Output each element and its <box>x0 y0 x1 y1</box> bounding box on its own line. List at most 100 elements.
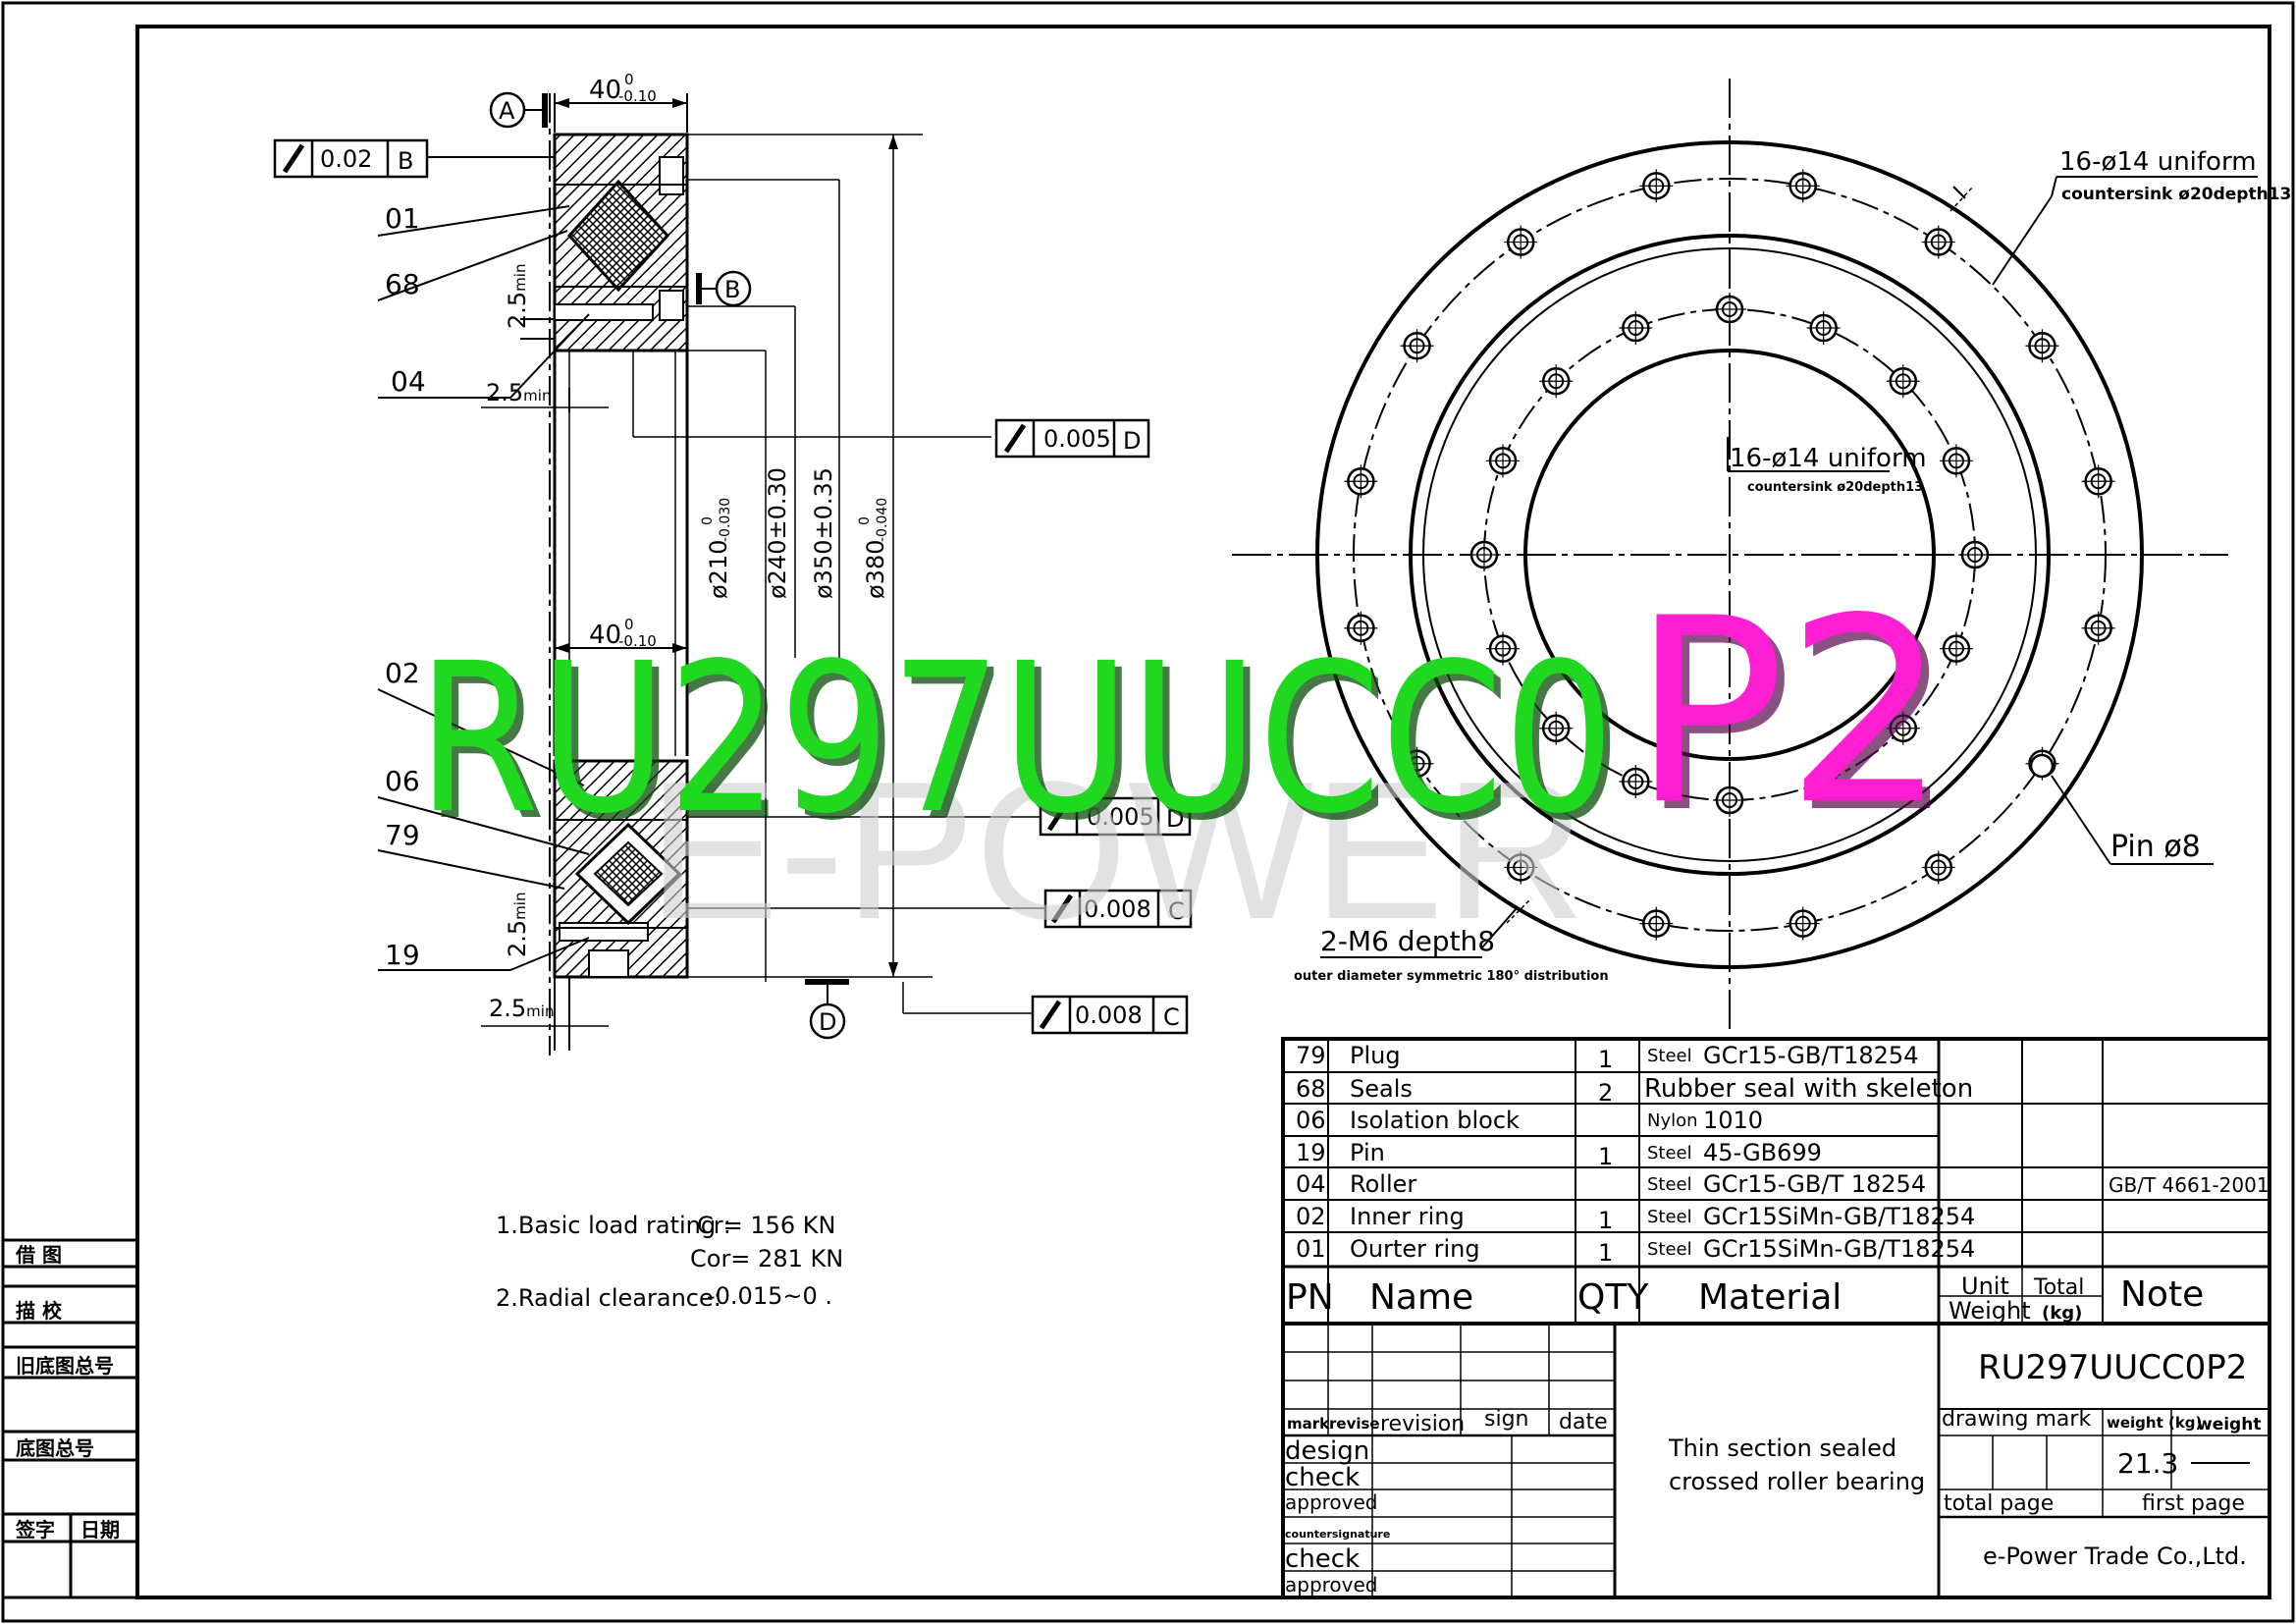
callout-06: 06 <box>385 765 420 797</box>
bom-row-material-spec: GCr15-GB/T18254 <box>1703 1042 1918 1069</box>
bom-row-name: Inner ring <box>1350 1203 1465 1230</box>
datum-a-label: A <box>499 97 515 125</box>
margin-label-sign: 签字 <box>15 1518 55 1542</box>
inner-holes-label: 16-ø14 uniform <box>1730 444 1927 473</box>
bom-row-name: Pin <box>1350 1139 1385 1166</box>
bom-row-pn: 79 <box>1296 1042 1326 1069</box>
outer-hole-9-crosshair <box>1400 329 1434 363</box>
svg-text:B: B <box>398 147 413 175</box>
section-view: 40 0 -0.10 A B 0.02 B 01 68 04 2. <box>273 71 1193 1056</box>
pin-label: Pin ø8 <box>2110 830 2201 864</box>
outer-hole-14-crosshair <box>2025 329 2059 363</box>
left-margin-table <box>1 1238 139 1599</box>
bom-header-note: Note <box>2120 1274 2204 1315</box>
tb-sign: sign <box>1484 1407 1528 1432</box>
tb-part-number: RU297UUCC0P2 <box>1978 1348 2247 1387</box>
outer-hole-6-crosshair <box>1400 746 1434 781</box>
bom-header-name: Name <box>1369 1277 1473 1318</box>
dim-350: ø350±0.35 <box>810 467 837 599</box>
tolerance-frame-4: 0.008 C <box>1031 995 1189 1035</box>
m6-sub-label: outer diameter symmetric 180° distributi… <box>1294 969 1609 984</box>
bom-row-pn: 19 <box>1296 1139 1326 1166</box>
inner-hole-7-crosshair <box>1486 631 1521 666</box>
bom-row-material-type: Steel <box>1647 1143 1692 1164</box>
inner-hole-10-crosshair <box>1539 364 1574 399</box>
outer-hole-3-crosshair <box>1786 906 1820 941</box>
outer-holes-label: 16-ø14 uniform <box>2059 147 2257 177</box>
inner-hole-4-crosshair <box>1713 784 1746 817</box>
tb-check2: check <box>1285 1544 1360 1574</box>
bom-row-material-spec: Rubber seal with skeleton <box>1644 1074 1973 1104</box>
bom-header-weight: Weight <box>1949 1297 2031 1325</box>
inner-hole-15-crosshair <box>1939 444 1973 478</box>
svg-text:D: D <box>1123 427 1141 455</box>
tb-weight-kg: weight (kg) <box>2107 1414 2202 1432</box>
bom-row-pn: 68 <box>1296 1075 1326 1103</box>
inner-holes-sub: countersink ø20depth13 <box>1747 480 1923 495</box>
bom-header-qty: QTY <box>1577 1277 1649 1318</box>
outer-hole-10-crosshair <box>1504 225 1538 259</box>
width-mid-tol-upper: 0 <box>624 616 634 633</box>
bom-header-material: Material <box>1698 1277 1842 1318</box>
callout-19: 19 <box>385 939 420 971</box>
tb-description-1: Thin section sealed <box>1668 1435 1896 1462</box>
margin-label-base: 底图总号 <box>16 1436 94 1460</box>
bom-row-name: Isolation block <box>1350 1107 1520 1134</box>
dim-210-tol-lower: -0.030 <box>718 498 733 542</box>
outer-hole-4-crosshair <box>1639 906 1674 941</box>
dim-240: ø240±0.30 <box>764 467 791 599</box>
part-suffix-shadow: P2 <box>1639 572 1955 869</box>
bom-row-qty: 2 <box>1598 1079 1613 1107</box>
tb-first-page: first page <box>2142 1491 2245 1516</box>
tolerance-frame-0: 0.02 B <box>273 138 429 179</box>
note-clearance-label: 2.Radial clearance: <box>496 1284 721 1312</box>
bom-table <box>1281 1037 2271 1326</box>
title-block <box>1281 1322 2271 1599</box>
bom-row-pn: 04 <box>1296 1170 1326 1198</box>
tb-drawing-mark: drawing mark <box>1942 1407 2091 1432</box>
inner-hole-14-crosshair <box>1886 364 1920 399</box>
tb-date: date <box>1559 1410 1608 1435</box>
tb-design: design <box>1285 1436 1369 1466</box>
inner-holes <box>1468 293 1992 817</box>
tb-approved2: approved <box>1285 1573 1378 1597</box>
chamfer-1: 2.5min <box>504 264 531 329</box>
m6-label: 2-M6 depth8 <box>1320 925 1495 957</box>
datum-d-marker <box>809 1002 846 1040</box>
tb-mark: mark <box>1287 1415 1330 1433</box>
callout-02: 02 <box>385 657 420 689</box>
bom-row-note: GB/T 4661-2001 <box>2109 1173 2269 1197</box>
note-cr: Cr= 156 KN <box>697 1212 836 1239</box>
outer-hole-13-crosshair <box>1921 225 1955 259</box>
margin-label-date: 日期 <box>80 1518 120 1542</box>
datum-d-label: D <box>819 1008 836 1036</box>
margin-label-old-base: 旧底图总号 <box>16 1354 114 1378</box>
outer-hole-5-crosshair <box>1504 850 1538 885</box>
bom-row-name: Ourter ring <box>1350 1235 1480 1263</box>
callout-79: 79 <box>385 819 420 851</box>
bom-header-pn: PN <box>1286 1277 1334 1318</box>
inner-hole-8-crosshair <box>1468 538 1501 571</box>
svg-text:D: D <box>1166 805 1184 833</box>
bom-row-qty: 1 <box>1598 1239 1613 1267</box>
inner-hole-2-crosshair <box>1886 711 1920 745</box>
bom-row-name: Seals <box>1350 1075 1413 1103</box>
bom-header-total: Total <box>2033 1275 2084 1300</box>
tb-revision: revision <box>1380 1412 1465 1436</box>
inner-hole-9-crosshair <box>1486 444 1521 478</box>
outer-hole-15-crosshair <box>2081 464 2115 499</box>
inner-hole-13-crosshair <box>1806 311 1841 346</box>
tb-weight: weight <box>2197 1415 2261 1435</box>
svg-text:C: C <box>1168 897 1185 925</box>
tb-check: check <box>1285 1463 1360 1492</box>
inner-hole-1-crosshair <box>1939 631 1973 666</box>
bom-row-material-spec: 1010 <box>1703 1107 1763 1134</box>
tb-revise: revise <box>1329 1415 1380 1433</box>
callout-04: 04 <box>391 365 426 398</box>
bom-row-name: Roller <box>1350 1170 1416 1198</box>
chamfer-4: 2.5min <box>489 995 554 1022</box>
svg-text:0.005: 0.005 <box>1087 803 1154 831</box>
drawing-frame <box>135 25 2271 1599</box>
